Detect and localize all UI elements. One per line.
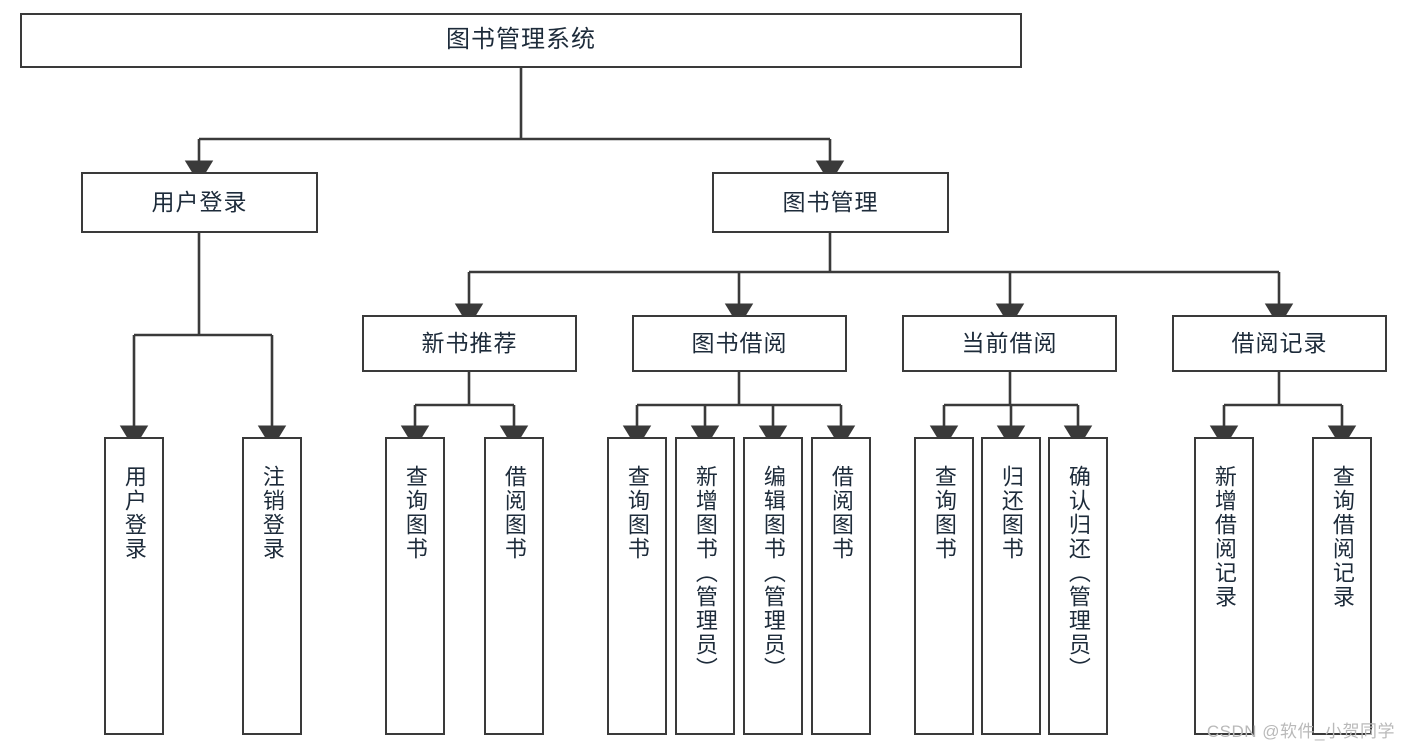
leaf-newbook-query-book[interactable]: 查询图书 [385, 437, 445, 735]
leaf-label: 确认归还（管理员） [1065, 465, 1091, 681]
leaf-label: 用户登录 [121, 465, 147, 561]
leaf-record-query-borrow-record[interactable]: 查询借阅记录 [1312, 437, 1372, 735]
node-book-borrow[interactable]: 图书借阅 [632, 315, 847, 372]
leaf-logout[interactable]: 注销登录 [242, 437, 302, 735]
node-borrow-record[interactable]: 借阅记录 [1172, 315, 1387, 372]
leaf-borrow-query-book[interactable]: 查询图书 [607, 437, 667, 735]
leaf-label: 编辑图书（管理员） [760, 465, 786, 681]
leaf-label: 查询图书 [624, 465, 650, 561]
node-current-borrow[interactable]: 当前借阅 [902, 315, 1117, 372]
leaf-borrow-borrow-book[interactable]: 借阅图书 [811, 437, 871, 735]
leaf-label: 查询图书 [402, 465, 428, 561]
csdn-watermark: CSDN @软件_小贺同学 [1206, 722, 1395, 741]
node-root[interactable]: 图书管理系统 [20, 13, 1022, 68]
leaf-record-add-borrow-record[interactable]: 新增借阅记录 [1194, 437, 1254, 735]
leaf-label: 新增图书（管理员） [692, 465, 718, 681]
node-user-login[interactable]: 用户登录 [81, 172, 318, 233]
leaf-label: 查询图书 [931, 465, 957, 561]
leaf-user-login[interactable]: 用户登录 [104, 437, 164, 735]
leaf-borrow-add-book-admin[interactable]: 新增图书（管理员） [675, 437, 735, 735]
leaf-borrow-edit-book-admin[interactable]: 编辑图书（管理员） [743, 437, 803, 735]
leaf-label: 借阅图书 [501, 465, 527, 561]
leaf-current-confirm-return-admin[interactable]: 确认归还（管理员） [1048, 437, 1108, 735]
node-book-manage[interactable]: 图书管理 [712, 172, 949, 233]
node-new-book-recommend[interactable]: 新书推荐 [362, 315, 577, 372]
leaf-label: 新增借阅记录 [1211, 465, 1237, 609]
leaf-label: 查询借阅记录 [1329, 465, 1355, 609]
leaf-newbook-borrow-book[interactable]: 借阅图书 [484, 437, 544, 735]
leaf-label: 借阅图书 [828, 465, 854, 561]
leaf-label: 注销登录 [259, 465, 285, 561]
leaf-label: 归还图书 [998, 465, 1024, 561]
leaf-current-return-book[interactable]: 归还图书 [981, 437, 1041, 735]
leaf-current-query-book[interactable]: 查询图书 [914, 437, 974, 735]
